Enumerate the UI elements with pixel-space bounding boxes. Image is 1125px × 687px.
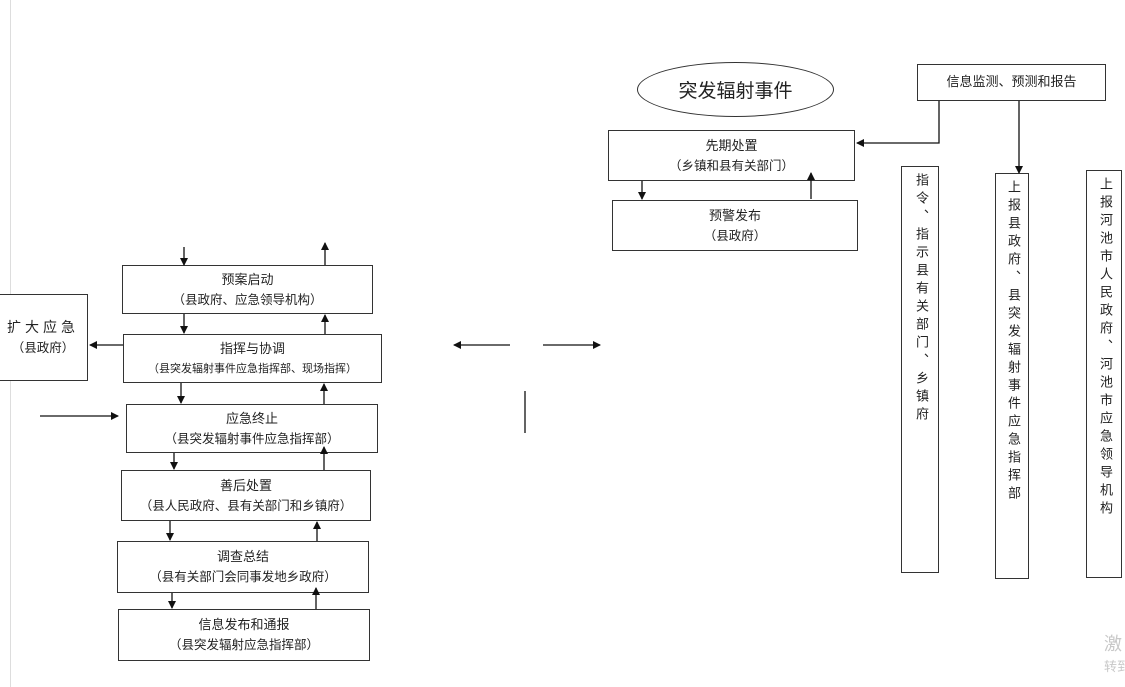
watermark-line2: 转到 [1104, 660, 1125, 675]
vertical-box-report-county: 上报县政府、县突发辐射事件应急指挥部 [995, 173, 1029, 579]
vertical-box-report-city: 上报河池市人民政府、河池市应急领导机构 [1086, 170, 1122, 578]
flow-step-plan-activation: 预案启动 （县政府、应急领导机构） [122, 265, 373, 314]
warning-release-box: 预警发布 （县政府） [612, 200, 858, 251]
initial-response-title: 先期处置 [705, 138, 758, 154]
vertical-box-directives: 指令、指示县有关部门、乡镇府 [901, 166, 939, 573]
flow-step-title: 指挥与协调 [219, 341, 285, 357]
vertical-box-directives-text: 指令、指示县有关部门、乡镇府 [913, 173, 928, 425]
flow-step-command-coordination: 指挥与协调 （县突发辐射事件应急指挥部、现场指挥） [123, 334, 382, 383]
event-title: 突发辐射事件 [678, 80, 793, 102]
flow-step-info-release: 信息发布和通报 （县突发辐射应急指挥部） [118, 609, 370, 661]
flow-step-title: 善后处置 [219, 478, 272, 494]
flow-step-title: 预案启动 [221, 272, 274, 288]
flow-step-title: 信息发布和通报 [198, 618, 290, 633]
vertical-box-report-county-text: 上报县政府、县突发辐射事件应急指挥部 [1005, 180, 1020, 504]
flow-step-sub: （县政府、应急领导机构） [172, 291, 323, 307]
flow-step-sub: （县突发辐射事件应急指挥部） [164, 430, 340, 446]
flow-step-title: 应急终止 [225, 411, 278, 427]
flow-step-sub: （县突发辐射应急指挥部） [168, 637, 319, 652]
expand-response-sub: （县政府） [11, 339, 75, 355]
flow-step-sub: （县有关部门会同事发地乡政府） [149, 569, 337, 584]
vertical-box-report-city-text: 上报河池市人民政府、河池市应急领导机构 [1097, 177, 1112, 519]
warning-release-sub: （县政府） [703, 227, 767, 243]
initial-response-box: 先期处置 （乡镇和县有关部门） [608, 130, 855, 181]
flow-step-investigation-summary: 调查总结 （县有关部门会同事发地乡政府） [117, 541, 369, 593]
expand-response-title: 扩大应急 [7, 319, 79, 336]
watermark-line1: 激 [1104, 634, 1122, 655]
flow-step-aftermath: 善后处置 （县人民政府、县有关部门和乡镇府） [121, 470, 371, 521]
flow-step-sub: （县人民政府、县有关部门和乡镇府） [139, 497, 353, 513]
arrow-info-to-initial [856, 101, 940, 147]
info-monitoring-box: 信息监测、预测和报告 [917, 64, 1106, 101]
event-ellipse: 突发辐射事件 [637, 62, 834, 117]
flow-step-sub: （县突发辐射事件应急指挥部、现场指挥） [148, 361, 357, 375]
initial-response-sub: （乡镇和县有关部门） [668, 157, 794, 173]
flow-step-title: 调查总结 [216, 550, 269, 565]
warning-release-title: 预警发布 [708, 208, 761, 224]
info-monitoring-label: 信息监测、预测和报告 [946, 75, 1077, 90]
flow-step-emergency-termination: 应急终止 （县突发辐射事件应急指挥部） [126, 404, 378, 453]
expand-response-box: 扩大应急 （县政府） [0, 294, 88, 381]
